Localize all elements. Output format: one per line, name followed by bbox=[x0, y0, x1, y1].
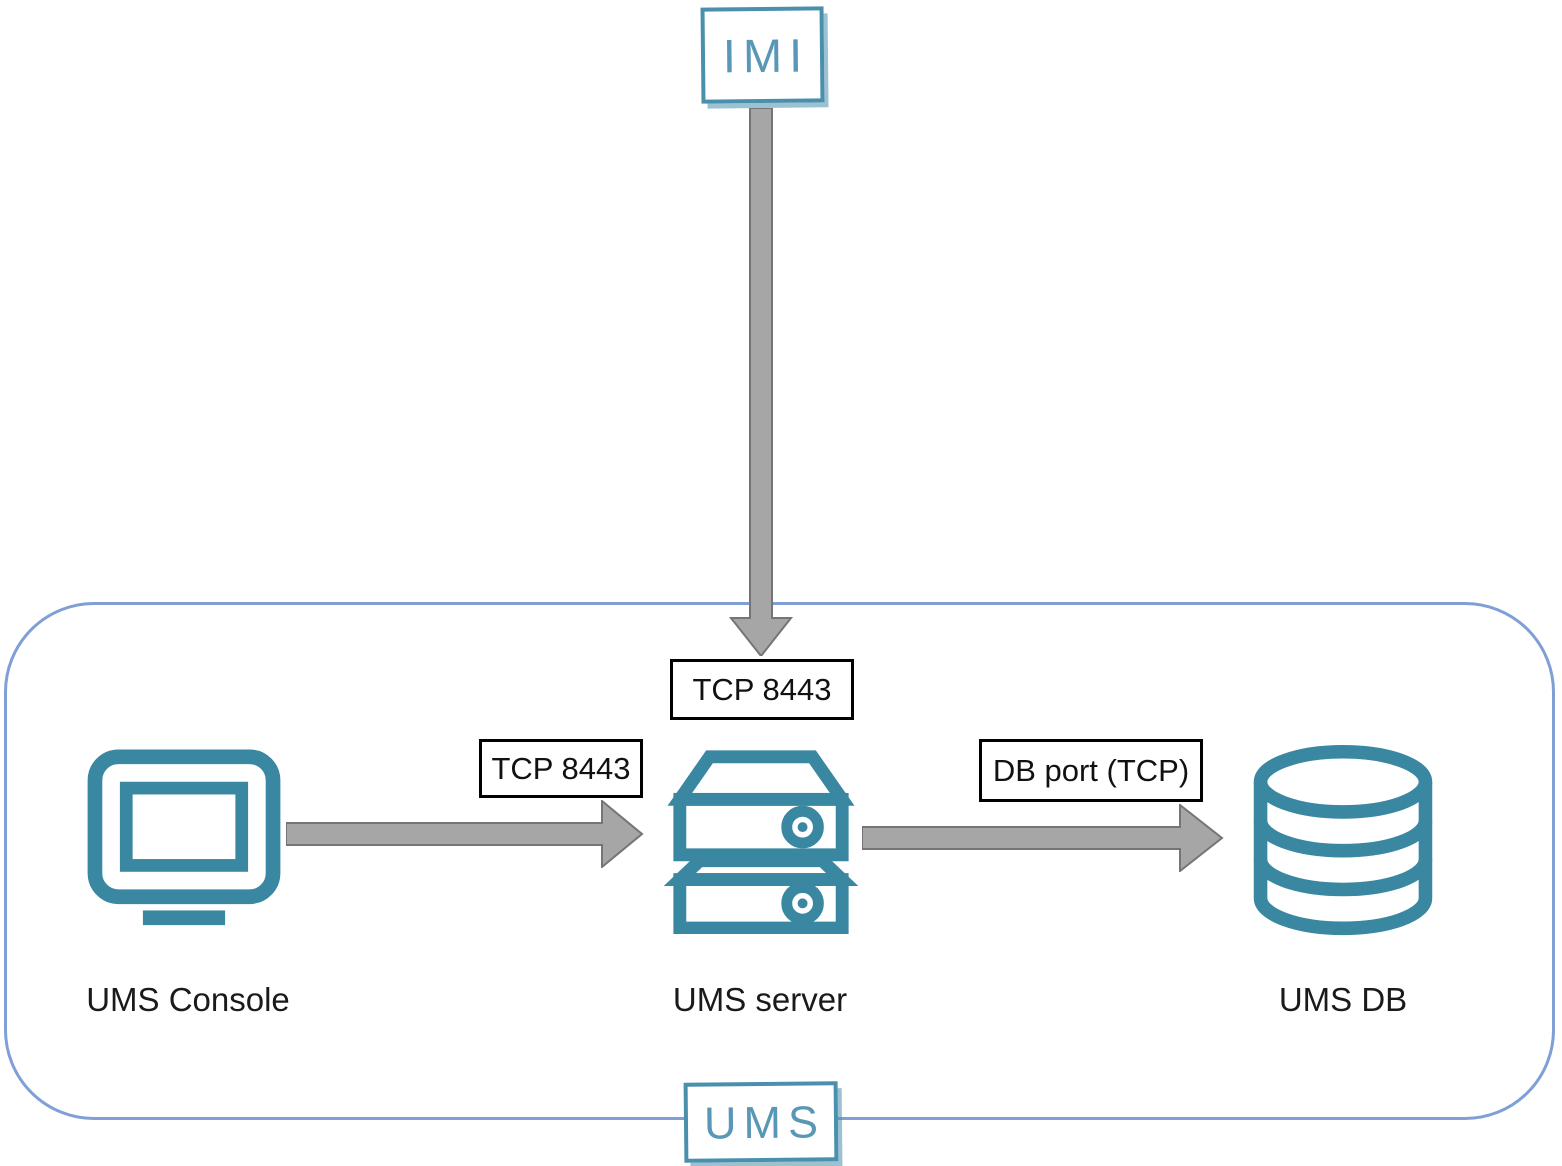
server-icon bbox=[663, 750, 859, 934]
port-label-server-db-text: DB port (TCP) bbox=[992, 752, 1190, 788]
arrow-server-to-db bbox=[862, 804, 1224, 872]
ums-group-tag: UMS bbox=[683, 1081, 839, 1163]
port-label-console-server-text: TCP 8443 bbox=[491, 750, 631, 786]
ums-console-label: UMS Console bbox=[38, 981, 338, 1019]
port-label-imi-server-text: TCP 8443 bbox=[692, 671, 832, 707]
database-icon bbox=[1253, 744, 1433, 936]
ums-db-label: UMS DB bbox=[1193, 981, 1493, 1019]
imi-label: IMI bbox=[722, 28, 810, 82]
ums-server-label: UMS server bbox=[610, 981, 910, 1019]
ums-group-label: UMS bbox=[703, 1095, 826, 1149]
ums-db-label-text: UMS DB bbox=[1278, 981, 1408, 1018]
monitor-icon bbox=[87, 749, 281, 926]
arrow-imi-to-server bbox=[728, 108, 794, 656]
arrow-console-to-server bbox=[286, 800, 644, 868]
port-label-imi-server: TCP 8443 bbox=[670, 659, 854, 720]
imi-node: IMI bbox=[700, 6, 825, 104]
port-label-server-db: DB port (TCP) bbox=[979, 739, 1203, 802]
port-label-console-server: TCP 8443 bbox=[479, 739, 643, 798]
ums-server-label-text: UMS server bbox=[672, 981, 848, 1018]
ums-console-label-text: UMS Console bbox=[86, 981, 290, 1018]
